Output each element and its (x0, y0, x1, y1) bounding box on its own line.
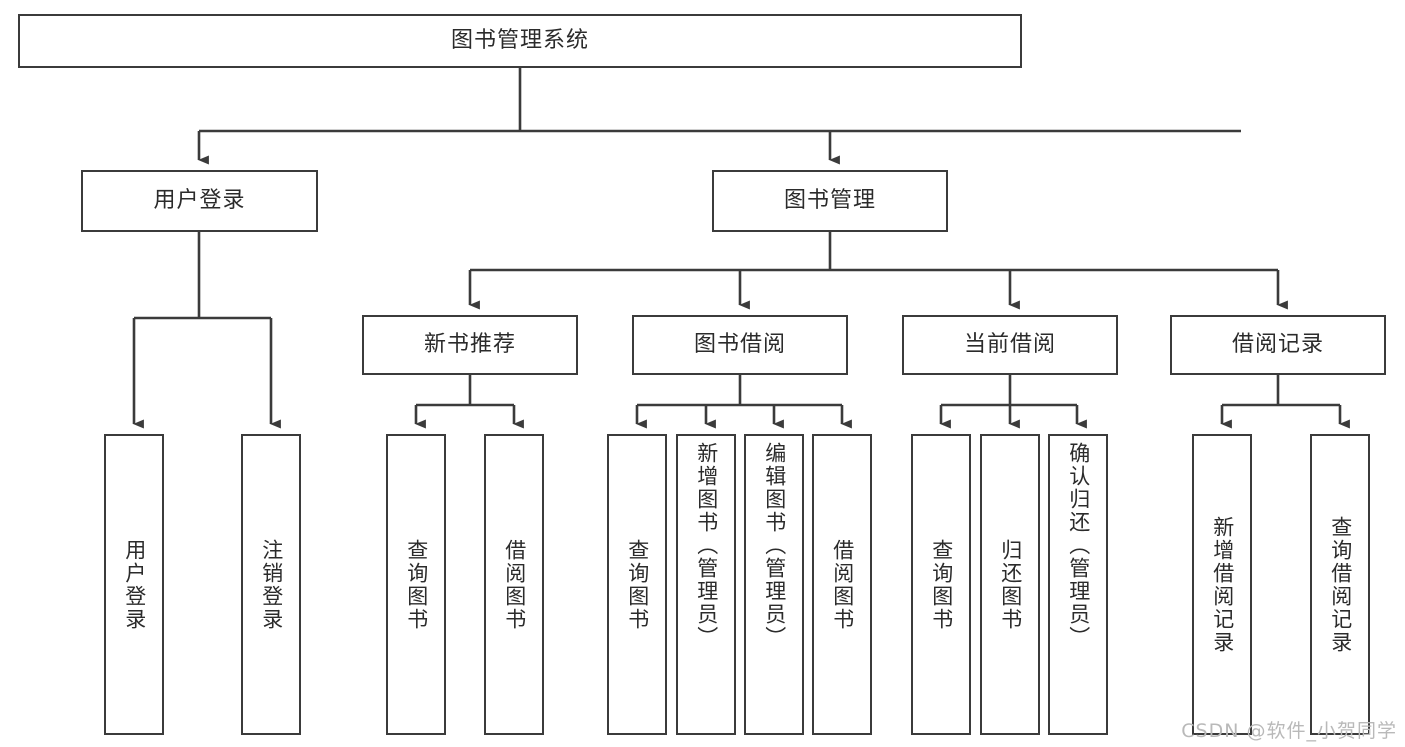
node-label: 查询图书 (625, 538, 650, 631)
node-leaf-query-book-recommend[interactable]: 查询图书 (386, 434, 446, 735)
node-label: 用户登录 (122, 538, 147, 631)
watermark-text: CSDN @软件_小贺同学 (1181, 720, 1397, 742)
node-leaf-return-book[interactable]: 归还图书 (980, 434, 1040, 735)
node-label: 新增图书（管理员） (694, 442, 719, 649)
node-label: 借阅图书 (830, 538, 855, 631)
node-leaf-query-book-current[interactable]: 查询图书 (911, 434, 971, 735)
node-book-borrow[interactable]: 图书借阅 (632, 315, 848, 375)
node-user-login[interactable]: 用户登录 (81, 170, 318, 232)
node-root-book-management-system[interactable]: 图书管理系统 (18, 14, 1022, 68)
node-label: 图书借阅 (693, 332, 786, 357)
node-leaf-add-borrow-record[interactable]: 新增借阅记录 (1192, 434, 1252, 735)
node-leaf-borrow-book[interactable]: 借阅图书 (812, 434, 872, 735)
node-borrow-record[interactable]: 借阅记录 (1170, 315, 1386, 375)
node-label: 借阅图书 (502, 538, 527, 631)
node-leaf-add-book-admin[interactable]: 新增图书（管理员） (676, 434, 736, 735)
node-label: 新增借阅记录 (1210, 515, 1235, 654)
node-book-management[interactable]: 图书管理 (712, 170, 948, 232)
node-label: 图书管理系统 (450, 28, 589, 53)
node-label: 当前借阅 (963, 332, 1056, 357)
node-current-borrow[interactable]: 当前借阅 (902, 315, 1118, 375)
node-label: 查询图书 (404, 538, 429, 631)
node-leaf-borrow-book-recommend[interactable]: 借阅图书 (484, 434, 544, 735)
node-label: 确认归还（管理员） (1066, 442, 1091, 649)
node-leaf-edit-book-admin[interactable]: 编辑图书（管理员） (744, 434, 804, 735)
node-leaf-user-login[interactable]: 用户登录 (104, 434, 164, 735)
node-leaf-logout[interactable]: 注销登录 (241, 434, 301, 735)
node-label: 查询图书 (929, 538, 954, 631)
node-leaf-confirm-return-admin[interactable]: 确认归还（管理员） (1048, 434, 1108, 735)
node-leaf-query-book-borrow[interactable]: 查询图书 (607, 434, 667, 735)
node-label: 注销登录 (259, 538, 284, 631)
node-label: 借阅记录 (1231, 332, 1324, 357)
node-label: 图书管理 (783, 188, 876, 213)
node-label: 查询借阅记录 (1328, 515, 1353, 654)
node-label: 归还图书 (998, 538, 1023, 631)
node-leaf-query-borrow-record[interactable]: 查询借阅记录 (1310, 434, 1370, 735)
node-new-book-recommend[interactable]: 新书推荐 (362, 315, 578, 375)
node-label: 编辑图书（管理员） (762, 442, 787, 649)
node-label: 新书推荐 (423, 332, 516, 357)
node-label: 用户登录 (153, 188, 246, 213)
